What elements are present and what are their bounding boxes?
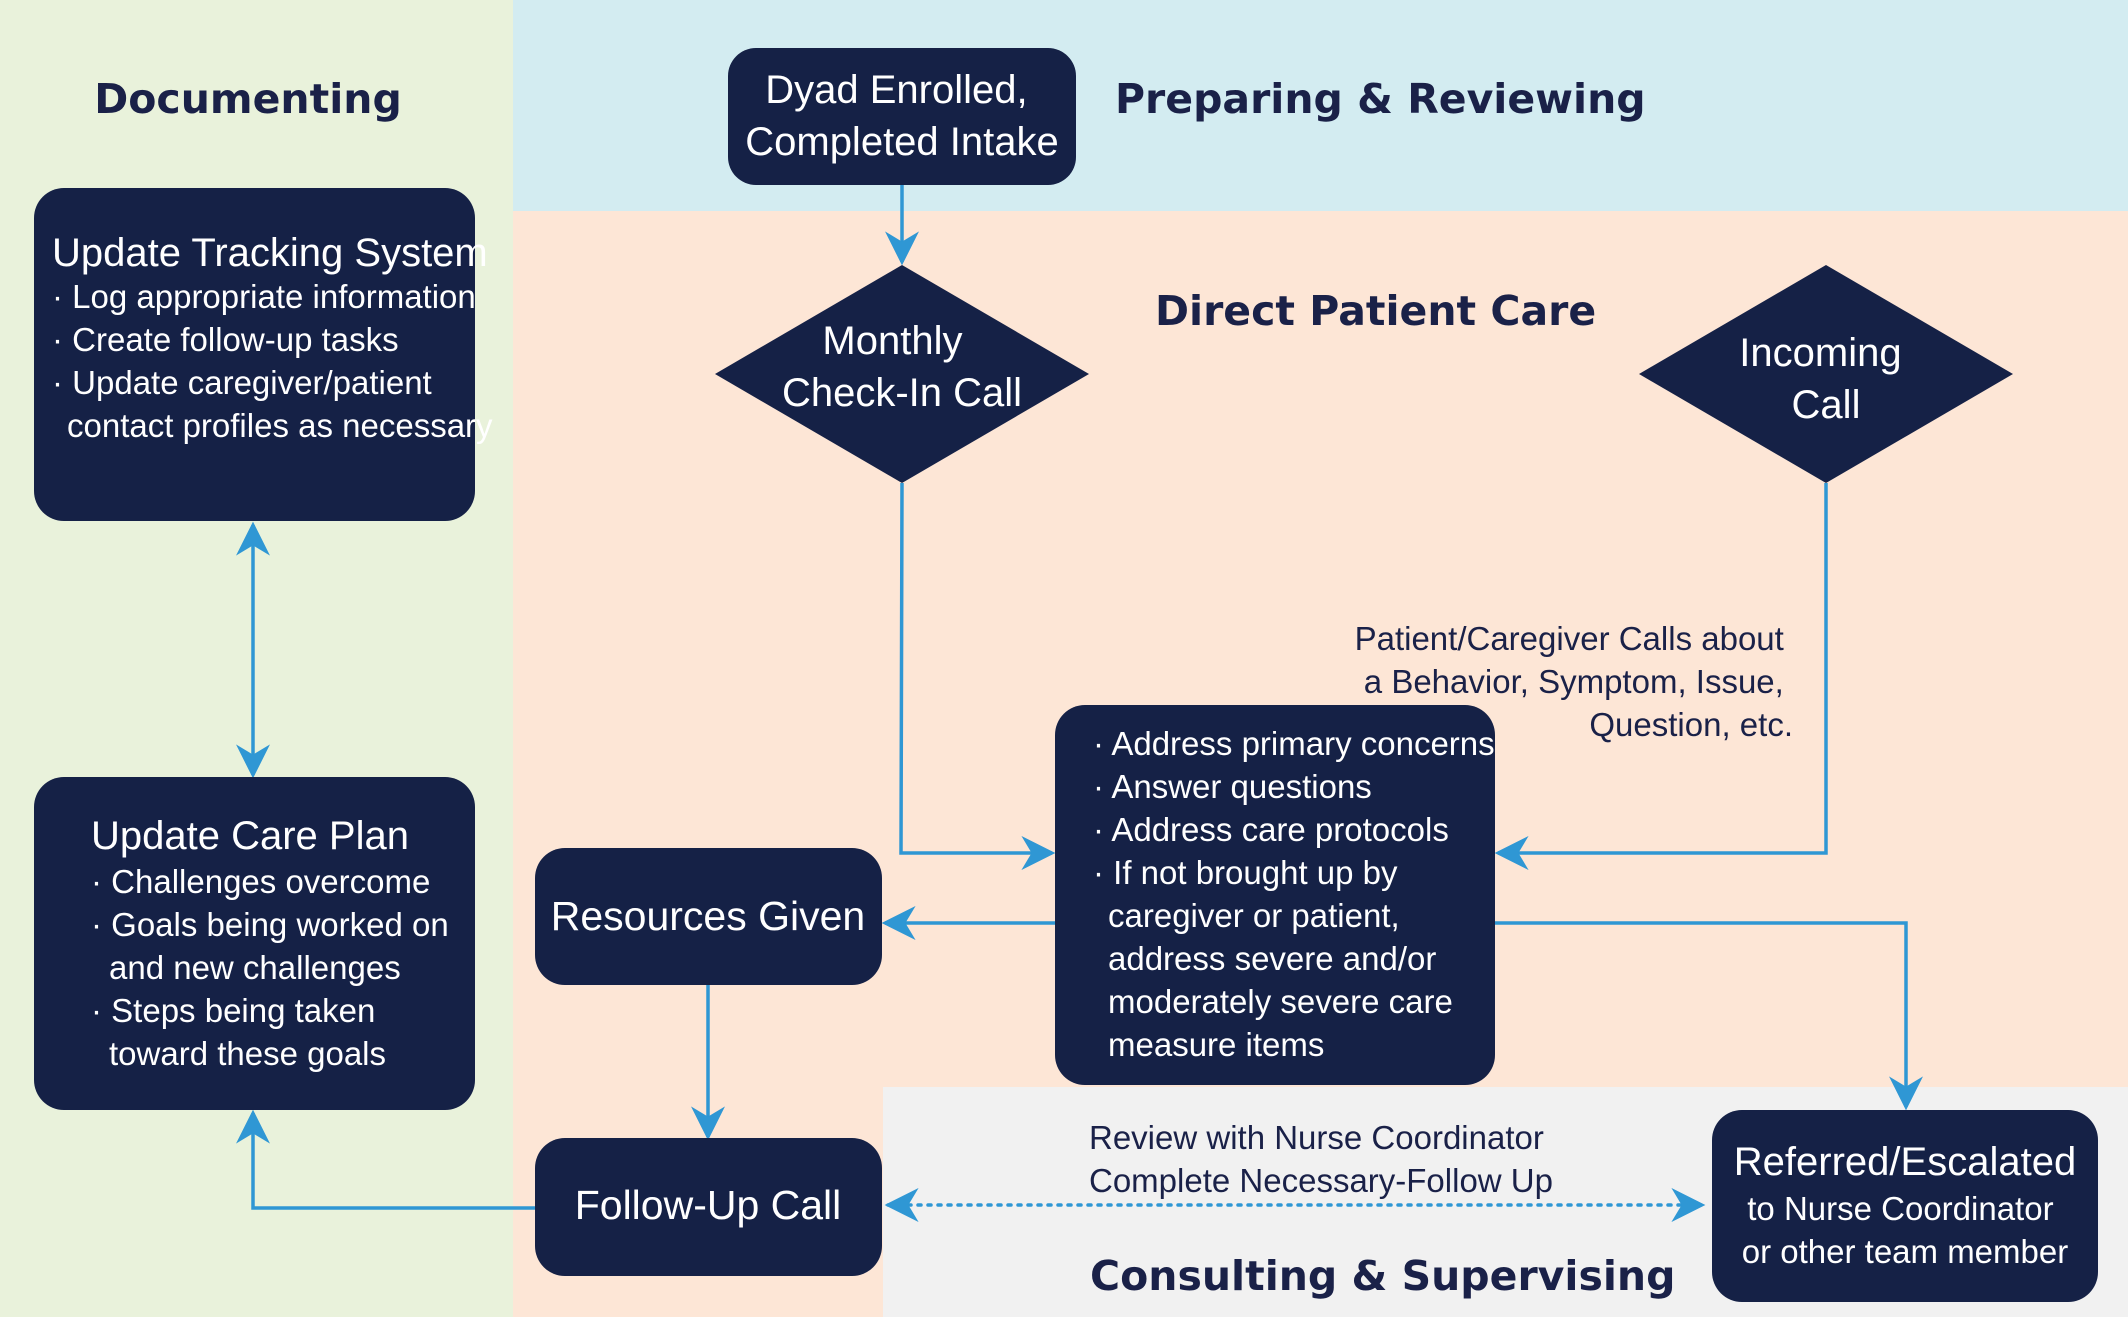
incoming-note-line-2: a Behavior, Symptom, Issue, bbox=[1364, 663, 1784, 700]
monthly-line-2: Check-In Call bbox=[782, 371, 1022, 415]
direct-care-heading: Direct Patient Care bbox=[1155, 287, 1596, 335]
followup-label: Follow-Up Call bbox=[575, 1182, 842, 1228]
preparing-heading: Preparing & Reviewing bbox=[1115, 75, 1646, 123]
svg-text:Monthly Check-In Call: Monthly Check-In Call bbox=[782, 319, 1022, 415]
tracking-item-4: contact profiles as necessary bbox=[67, 407, 493, 444]
update-tracking-system-node: Update Tracking System · Log appropriate… bbox=[34, 188, 493, 521]
care-plan-item-3: and new challenges bbox=[109, 949, 401, 986]
tracking-item-2: · Create follow-up tasks bbox=[52, 321, 399, 358]
review-note-line-1: Review with Nurse Coordinator bbox=[1089, 1119, 1544, 1156]
address-item-3: · Address care protocols bbox=[1093, 811, 1449, 848]
connector-followup-to-careplan bbox=[236, 1109, 535, 1210]
tracking-item-3: · Update caregiver/patient bbox=[52, 364, 432, 401]
incoming-call-note: Patient/Caregiver Calls about a Behavior… bbox=[1355, 620, 1793, 743]
address-item-4: · If not brought up by bbox=[1093, 854, 1398, 891]
follow-up-call-node: Follow-Up Call bbox=[535, 1138, 882, 1276]
address-item-7: moderately severe care bbox=[1108, 983, 1453, 1020]
monthly-check-in-decision: Monthly Check-In Call bbox=[715, 265, 1089, 483]
care-plan-title: Update Care Plan bbox=[91, 814, 409, 858]
referred-line-1: to Nurse Coordinator bbox=[1747, 1190, 2053, 1227]
referred-escalated-node: Referred/Escalated to Nurse Coordinator … bbox=[1712, 1110, 2098, 1302]
incoming-line-2: Call bbox=[1792, 383, 1861, 427]
connector-incoming-to-address bbox=[1494, 483, 1828, 870]
address-item-1: · Address primary concerns bbox=[1093, 725, 1495, 762]
connector-monthly-to-address bbox=[899, 482, 1056, 870]
consulting-heading: Consulting & Supervising bbox=[1090, 1252, 1675, 1300]
address-concerns-node: · Address primary concerns · Answer ques… bbox=[1055, 705, 1504, 1085]
dyad-line-1: Dyad Enrolled, bbox=[765, 68, 1027, 112]
svg-text:Dyad Enrolled, Completed: Dyad Enrolled, Completed Intake bbox=[745, 68, 1059, 164]
incoming-call-decision: Incoming Call bbox=[1639, 265, 2013, 483]
care-plan-item-2: · Goals being worked on bbox=[91, 906, 449, 943]
address-item-5: caregiver or patient, bbox=[1108, 897, 1400, 934]
care-plan-item-4: · Steps being taken bbox=[91, 992, 375, 1029]
tracking-item-1: · Log appropriate information bbox=[52, 278, 476, 315]
svg-text:· Challenges overcome ·: · Challenges overcome · Goals being work… bbox=[91, 863, 458, 1072]
svg-text:Incoming Call: Incoming Call bbox=[1739, 331, 1912, 427]
update-care-plan-node: Update Care Plan · Challenges overcome ·… bbox=[34, 777, 475, 1110]
review-note: Review with Nurse Coordinator Complete N… bbox=[1089, 1119, 1553, 1199]
svg-text:to Nurse Coordinator or: to Nurse Coordinator or other team membe… bbox=[1742, 1190, 2068, 1270]
tracking-title: Update Tracking System bbox=[52, 231, 488, 275]
svg-text:· Log appropriate information: · Log appropriate information · Create f… bbox=[52, 278, 493, 444]
address-item-2: · Answer questions bbox=[1093, 768, 1372, 805]
review-note-line-2: Complete Necessary-Follow Up bbox=[1089, 1162, 1553, 1199]
incoming-note-line-1: Patient/Caregiver Calls about bbox=[1355, 620, 1784, 657]
referred-title: Referred/Escalated bbox=[1734, 1140, 2076, 1184]
svg-text:· Address primary concerns: · Address primary concerns · Answer ques… bbox=[1093, 725, 1504, 1063]
referred-line-2: or other team member bbox=[1742, 1233, 2068, 1270]
resources-label: Resources Given bbox=[551, 893, 865, 939]
connectors bbox=[236, 185, 1923, 1222]
care-plan-item-1: · Challenges overcome bbox=[91, 863, 430, 900]
monthly-line-1: Monthly bbox=[822, 319, 962, 363]
care-plan-item-5: toward these goals bbox=[109, 1035, 386, 1072]
address-item-6: address severe and/or bbox=[1108, 940, 1436, 977]
incoming-note-line-3: Question, etc. bbox=[1589, 706, 1793, 743]
documenting-heading: Documenting bbox=[94, 75, 402, 123]
incoming-line-1: Incoming bbox=[1739, 331, 1901, 375]
dyad-enrolled-node: Dyad Enrolled, Completed Intake bbox=[728, 48, 1076, 185]
connector-address-to-referred bbox=[1495, 921, 1923, 1111]
dyad-line-2: Completed Intake bbox=[745, 120, 1059, 164]
resources-given-node: Resources Given bbox=[535, 848, 882, 985]
address-item-8: measure items bbox=[1108, 1026, 1324, 1063]
